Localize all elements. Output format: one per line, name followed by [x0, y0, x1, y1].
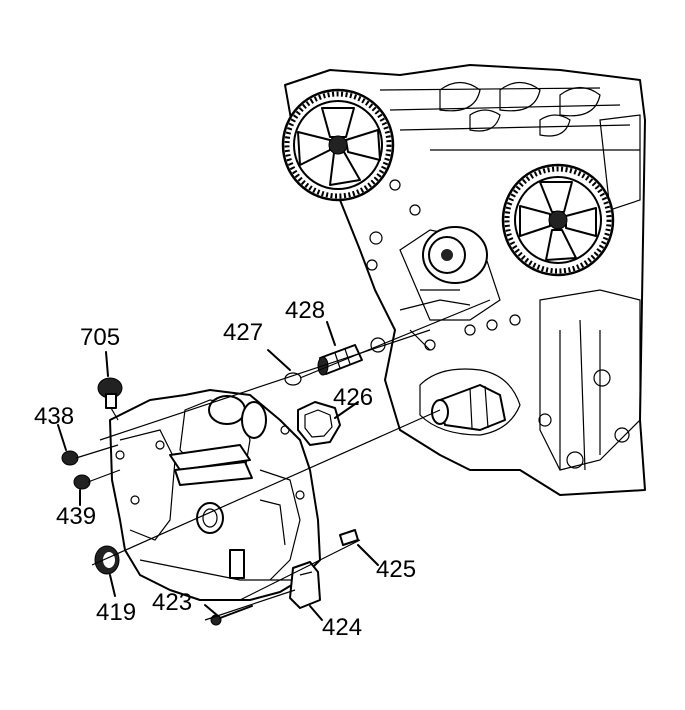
callout-428: 428 — [285, 297, 325, 324]
callout-423: 423 — [152, 589, 192, 616]
callout-705: 705 — [80, 324, 120, 351]
engine-front-cover — [109, 389, 321, 601]
camshaft-sprocket-right — [501, 163, 615, 277]
callout-425: 425 — [376, 556, 416, 583]
part-705-sensor — [97, 377, 123, 421]
part-425-bolt — [339, 529, 359, 546]
callout-438: 438 — [34, 403, 74, 430]
part-438-plug — [61, 444, 119, 466]
callout-427: 427 — [223, 319, 263, 346]
part-426-gasket — [297, 401, 341, 446]
crankshaft-nose — [431, 384, 506, 431]
callout-419: 419 — [96, 599, 136, 626]
callout-426: 426 — [333, 384, 373, 411]
explode-lines — [91, 299, 491, 621]
callout-424: 424 — [322, 614, 362, 641]
part-439-plug — [73, 469, 121, 490]
callout-439: 439 — [56, 503, 96, 530]
part-419-seal — [94, 545, 120, 575]
leader-lines — [57, 321, 379, 621]
camshaft-sprocket-left — [281, 88, 395, 202]
part-424 — [289, 561, 321, 609]
idler-pulley — [422, 226, 488, 284]
